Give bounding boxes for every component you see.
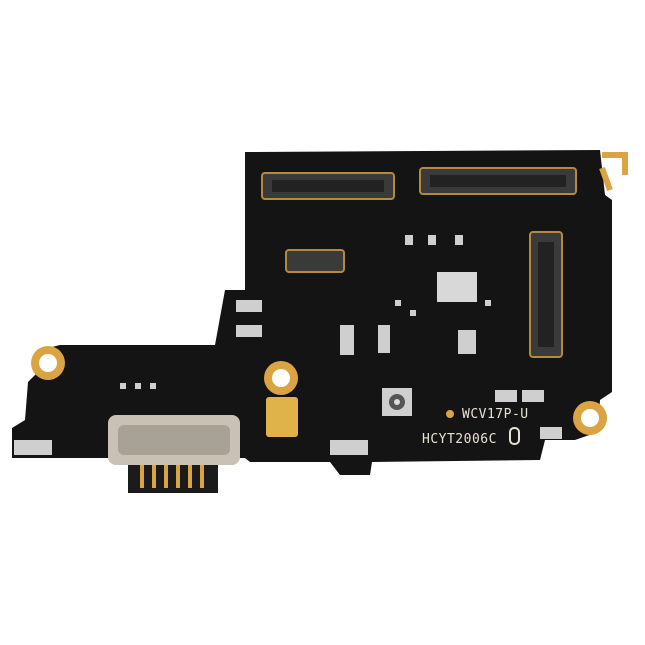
board-code-label: HCYT2006C bbox=[422, 432, 497, 447]
components bbox=[14, 235, 562, 455]
pcb-board bbox=[12, 150, 612, 475]
rf-connector bbox=[382, 388, 412, 416]
board-connectors bbox=[261, 167, 577, 358]
gold-tab bbox=[599, 152, 628, 192]
usb-c-port bbox=[108, 415, 240, 493]
board-model-label: WCV17P-U bbox=[462, 407, 529, 422]
mounting-holes bbox=[31, 346, 607, 435]
microphone bbox=[266, 397, 298, 437]
